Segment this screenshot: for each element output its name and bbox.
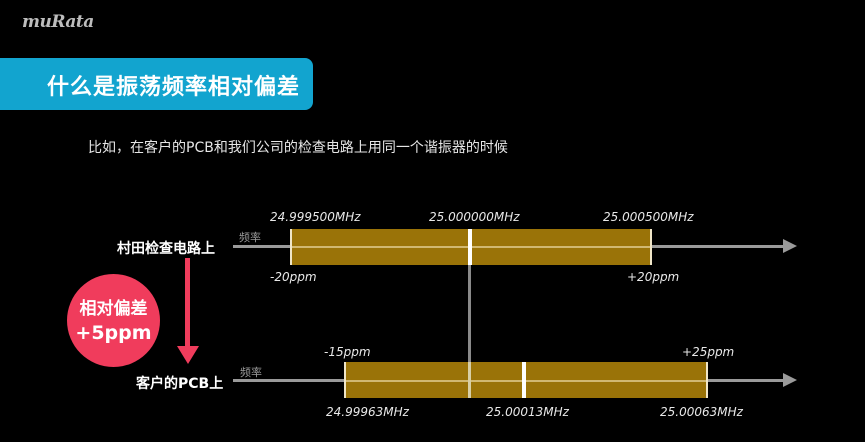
- axis-arrow-icon: [783, 239, 797, 253]
- band-centerline: [346, 380, 706, 382]
- reference-crossing: [468, 362, 471, 398]
- center-reference-line: [468, 265, 471, 393]
- axis-caption-frequency: 频率: [240, 366, 262, 379]
- row-label-customer: 客户的PCB上: [136, 376, 224, 392]
- title-banner: [0, 58, 313, 110]
- deviation-label: 相对偏差: [79, 298, 148, 319]
- freq-low-murata: 24.999500MHz: [270, 210, 361, 224]
- freq-high-customer: 25.00063MHz: [660, 405, 743, 419]
- freq-center-murata: 25.000000MHz: [429, 210, 520, 224]
- down-arrow-shaft: [185, 258, 190, 350]
- axis-caption-frequency: 频率: [239, 231, 261, 244]
- ppm-high-customer: +25ppm: [682, 345, 735, 359]
- ppm-low-customer: -15ppm: [324, 345, 371, 359]
- murata-logo: muRata: [22, 12, 94, 32]
- deviation-value: +5ppm: [75, 321, 152, 344]
- axis-arrow-icon: [783, 373, 797, 387]
- ppm-low-murata: -20ppm: [270, 270, 317, 284]
- freq-high-murata: 25.000500MHz: [603, 210, 694, 224]
- freq-low-customer: 24.99963MHz: [326, 405, 409, 419]
- subtitle-text: 比如，在客户的PCB和我们公司的检查电路上用同一个谐振器的时候: [88, 140, 508, 156]
- ppm-high-murata: +20ppm: [627, 270, 680, 284]
- center-marker-murata: [468, 229, 472, 265]
- page-title: 什么是振荡频率相对偏差: [47, 75, 301, 100]
- deviation-badge: 相对偏差 +5ppm: [67, 274, 160, 367]
- center-marker-customer: [522, 362, 526, 398]
- down-arrow-icon: [177, 346, 199, 364]
- row-label-murata: 村田检查电路上: [117, 241, 215, 257]
- freq-center-customer: 25.00013MHz: [486, 405, 569, 419]
